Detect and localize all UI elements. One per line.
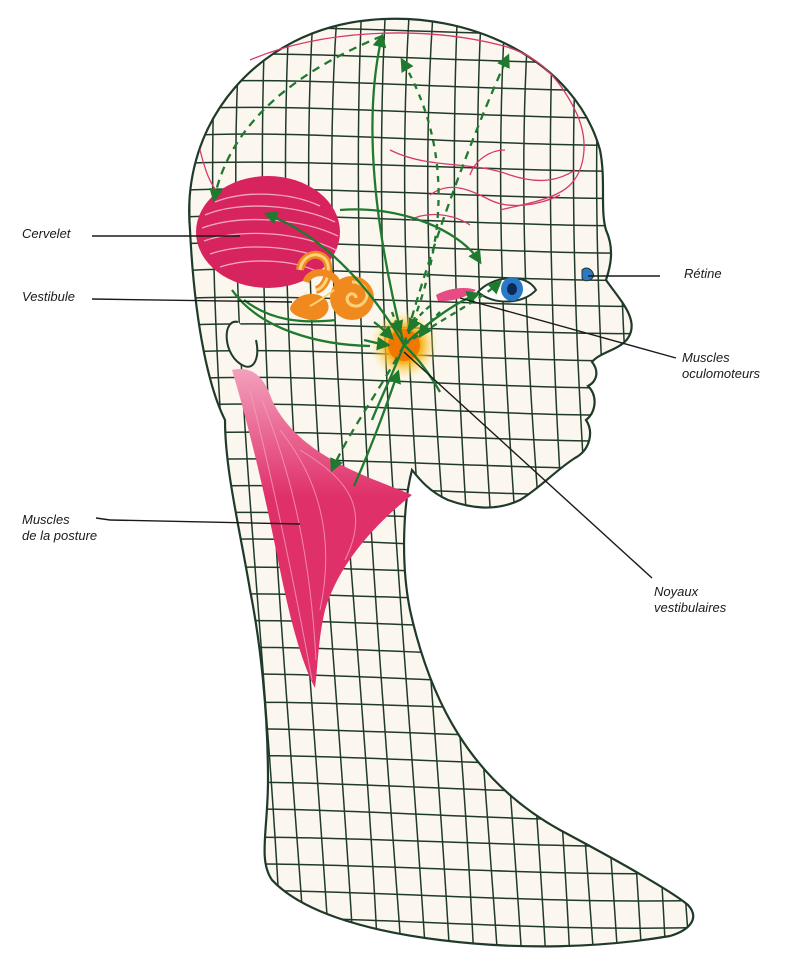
label-cervelet: Cervelet [22,226,70,242]
mesh-line [150,621,720,631]
leader-line-muscles-posture-stub [96,518,110,520]
label-muscles-posture-line1: Muscles [22,512,97,528]
label-cervelet-text: Cervelet [22,226,70,242]
label-noyaux-line2: vestibulaires [654,600,726,616]
label-vestibule: Vestibule [22,289,75,305]
mesh-line [150,594,720,604]
label-retine: Rétine [684,266,722,282]
label-muscles-oculomoteurs: Muscles oculomoteurs [682,350,760,382]
label-retine-text: Rétine [684,266,722,282]
mesh-line [150,674,720,685]
label-muscles-oculomoteurs-line2: oculomoteurs [682,366,760,382]
mesh-line [669,0,714,961]
mesh-line [620,0,666,961]
mesh-line [150,647,720,658]
mesh-line [150,539,720,550]
label-muscles-posture: Muscles de la posture [22,512,97,544]
label-vestibule-text: Vestibule [22,289,75,305]
mesh-line [597,0,642,961]
label-noyaux-line1: Noyaux [654,584,726,600]
label-muscles-posture-line2: de la posture [22,528,97,544]
mesh-line [150,567,720,576]
mesh-line [646,0,690,961]
label-noyaux-vestibulaires: Noyaux vestibulaires [654,584,726,616]
label-muscles-oculomoteurs-line1: Muscles [682,350,760,366]
